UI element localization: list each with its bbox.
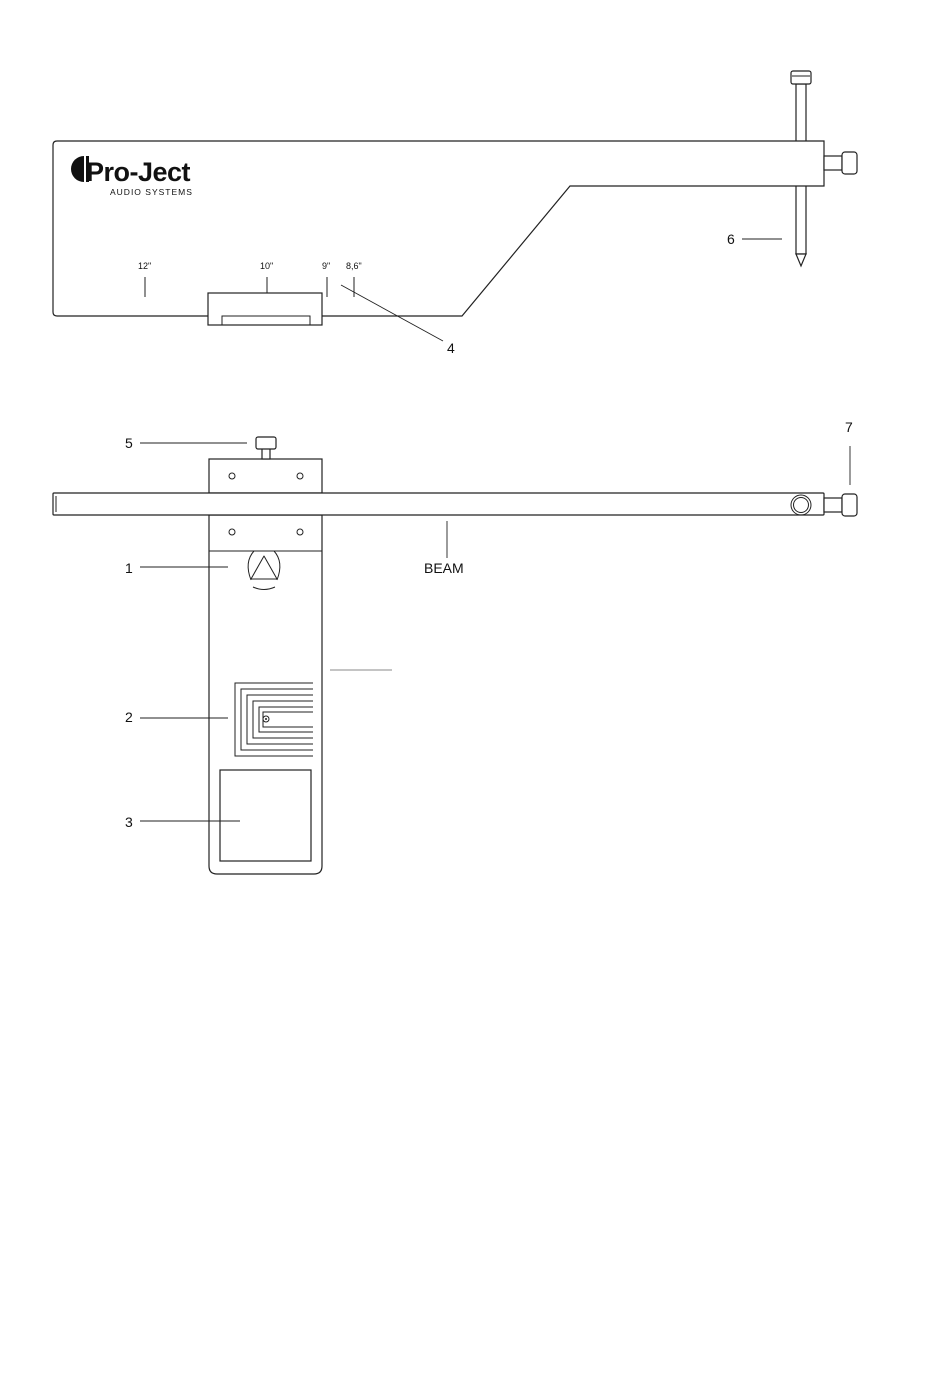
callout-6: 6 <box>727 231 782 247</box>
slider-top-block <box>209 459 322 493</box>
callout-label-5: 5 <box>125 435 133 451</box>
beam-end-knob <box>824 494 857 516</box>
scale-mark-10: 10" <box>260 261 273 271</box>
blank-panel <box>220 770 311 861</box>
callout-label-6: 6 <box>727 231 735 247</box>
scale-mark-8-6: 8,6" <box>346 261 362 271</box>
callout-label-3: 3 <box>125 814 133 830</box>
callout-label-1: 1 <box>125 560 133 576</box>
scale-mark-9: 9" <box>322 261 330 271</box>
beam <box>53 493 824 515</box>
callout-7: 7 <box>845 419 853 485</box>
bottom-view: 5 7 1 2 3 BEAM <box>53 419 857 874</box>
beam-label: BEAM <box>424 560 464 576</box>
scale-mark-12: 12" <box>138 261 151 271</box>
callout-label-2: 2 <box>125 709 133 725</box>
top-view: Pro-Ject AUDIO SYSTEMS 12" 10" 9" 8,6" 4… <box>53 71 857 356</box>
callout-label-4: 4 <box>447 340 455 356</box>
callout-label-7: 7 <box>845 419 853 435</box>
brand-subtitle: AUDIO SYSTEMS <box>110 187 193 197</box>
bottom-slot <box>208 293 322 325</box>
slider-screw <box>256 437 276 459</box>
callout-5: 5 <box>125 435 247 451</box>
side-knob-top <box>824 152 857 174</box>
brand-name: Pro-Ject <box>86 157 191 187</box>
callout-beam: BEAM <box>424 521 464 576</box>
